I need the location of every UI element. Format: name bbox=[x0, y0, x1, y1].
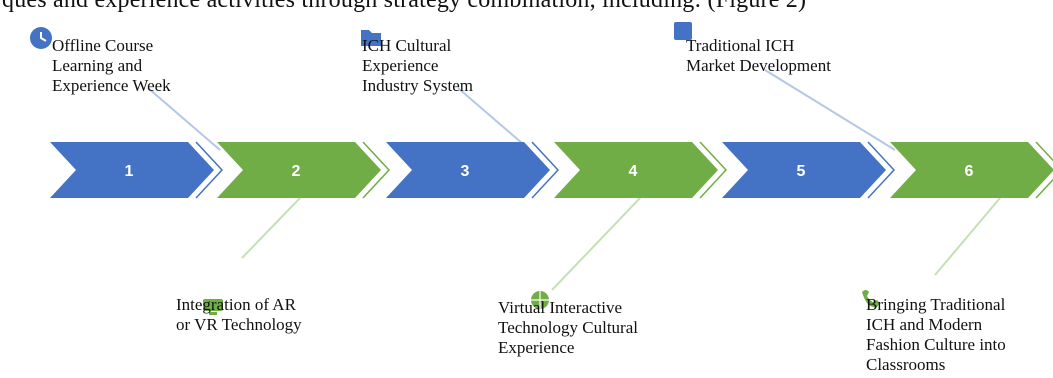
step-label-line: Fashion Culture into bbox=[866, 335, 1006, 354]
chevron-shape bbox=[386, 142, 550, 198]
step-label-line: Offline Course bbox=[52, 36, 154, 55]
step-chevron-1: 1 bbox=[50, 141, 224, 199]
document-icon bbox=[674, 22, 692, 40]
chevron-outline bbox=[867, 141, 896, 199]
chevron-outline bbox=[531, 141, 560, 199]
step-chevron-3: 3 bbox=[386, 141, 560, 199]
chevron-shape bbox=[217, 142, 381, 198]
connector-line-1 bbox=[147, 87, 221, 151]
step-number: 3 bbox=[461, 163, 470, 180]
step-label-line: Integration of AR bbox=[176, 295, 296, 314]
step-chevron-6: 6 bbox=[890, 141, 1053, 199]
clock-icon bbox=[30, 27, 52, 49]
folder-icon bbox=[361, 30, 381, 46]
step-label-line: Experience Week bbox=[52, 76, 171, 95]
connector-line-6 bbox=[934, 197, 1001, 276]
chevron-outline bbox=[195, 141, 224, 199]
chevron-shape bbox=[890, 142, 1053, 198]
step-label-line: Learning and bbox=[52, 56, 143, 75]
step-label-line: Technology Cultural bbox=[498, 318, 638, 337]
step-number: 6 bbox=[965, 163, 974, 180]
step-label-line: Experience bbox=[362, 56, 439, 75]
connector-line-2 bbox=[241, 197, 301, 259]
connector-line-5 bbox=[764, 69, 896, 151]
step-number: 1 bbox=[125, 163, 134, 180]
step-chevron-2: 2 bbox=[217, 141, 391, 199]
step-label-line: Virtual Interactive bbox=[498, 298, 623, 317]
step-label-line: Experience bbox=[498, 338, 575, 357]
chevron-shape bbox=[722, 142, 886, 198]
monitor-icon bbox=[203, 299, 223, 315]
chevron-outline bbox=[362, 141, 391, 199]
step-label-line: Classrooms bbox=[866, 355, 946, 374]
chevron-shape bbox=[554, 142, 718, 198]
step-chevron-5: 5 bbox=[722, 141, 896, 199]
step-label-line: Industry System bbox=[362, 76, 473, 95]
step-chevron-4: 4 bbox=[554, 141, 728, 199]
connector-line-4 bbox=[551, 197, 641, 291]
step-label-line: Bringing Traditional bbox=[866, 295, 1006, 314]
step-number: 4 bbox=[629, 163, 638, 180]
step-label-line: or VR Technology bbox=[176, 315, 302, 334]
phone-icon bbox=[862, 290, 879, 308]
chevron-shape bbox=[50, 142, 214, 198]
clipped-paragraph-line: ques and experience activities through s… bbox=[0, 0, 1053, 14]
step-label-line: Market Development bbox=[686, 56, 831, 75]
chevron-outline bbox=[1035, 141, 1053, 199]
step-number: 2 bbox=[292, 163, 301, 180]
connector-line-3 bbox=[457, 87, 531, 151]
step-label-line: Traditional ICH bbox=[686, 36, 795, 55]
step-number: 5 bbox=[797, 163, 806, 180]
step-label-line: ICH Cultural bbox=[362, 36, 452, 55]
globe-icon bbox=[531, 291, 549, 309]
step-label-line: ICH and Modern bbox=[866, 315, 983, 334]
clipped-paragraph-text: ques and experience activities through s… bbox=[2, 0, 807, 13]
chevron-outline bbox=[699, 141, 728, 199]
